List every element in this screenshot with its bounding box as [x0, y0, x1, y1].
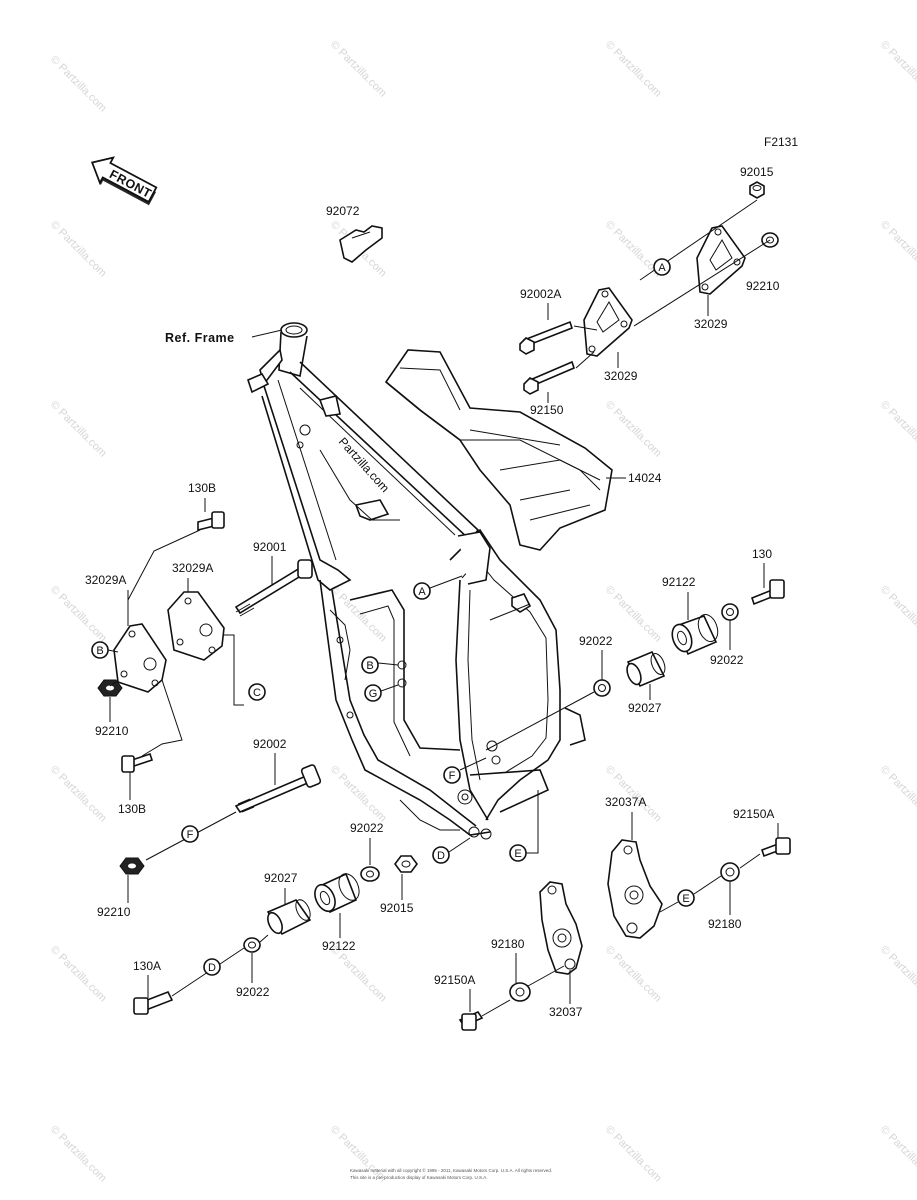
watermark-text: © Partzilla.com: [603, 399, 664, 460]
part-label-92022: 92022: [236, 985, 270, 999]
watermark-text: © Partzilla.com: [48, 944, 109, 1005]
watermark-text: © Partzilla.com: [48, 1124, 109, 1185]
watermark-text: © Partzilla.com: [603, 1124, 664, 1185]
engine-mount-plates-top: [519, 181, 779, 395]
watermark-text: © Partzilla.com: [328, 39, 389, 100]
part-label-92002: 92002: [253, 737, 287, 751]
callout-F-frame: [443, 766, 461, 784]
callout-A-top: [653, 258, 671, 276]
part-label-32037A: 32037A: [605, 795, 646, 809]
part-label-92150: 92150: [530, 403, 564, 417]
part-label-92210: 92210: [95, 724, 129, 738]
part-label-130B: 130B: [118, 802, 146, 816]
part-label-130A: 130A: [133, 959, 161, 973]
watermark-text: © Partzilla.com: [878, 764, 917, 825]
part-label-92180: 92180: [708, 917, 742, 931]
part-label-92122: 92122: [322, 939, 356, 953]
watermark-text: © Partzilla.com: [878, 944, 917, 1005]
callout-B-frame: [361, 656, 379, 674]
callout-G-frame: [364, 684, 382, 702]
callout-letter: F: [449, 770, 456, 782]
part-label-32029A: 32029A: [172, 561, 213, 575]
callout-D-bottom: [203, 958, 221, 976]
part-label-32029A: 32029A: [85, 573, 126, 587]
part-label-92022: 92022: [350, 821, 384, 835]
watermark-text: © Partzilla.com: [48, 584, 109, 645]
part-label-92210: 92210: [97, 905, 131, 919]
callout-letter: E: [682, 893, 689, 905]
part-label-92072: 92072: [326, 204, 360, 218]
left-mount-parts: [97, 511, 313, 773]
guard-14024: [384, 349, 613, 551]
part-label-32029: 32029: [604, 369, 638, 383]
ref-frame-label: Ref. Frame: [165, 331, 235, 345]
footer-copyright: Kawasaki material with all copyright © 1…: [350, 1167, 552, 1173]
callout-letter: G: [369, 688, 378, 700]
watermark-text: © Partzilla.com: [878, 584, 917, 645]
part-label-92027: 92027: [264, 871, 298, 885]
part-label-92150A: 92150A: [434, 973, 475, 987]
watermark-text: © Partzilla.com: [48, 54, 109, 115]
callout-letter: D: [208, 962, 216, 974]
part-label-92022: 92022: [710, 653, 744, 667]
footer-notice: This site is a pre-production display of…: [350, 1175, 488, 1180]
watermark-text: © Partzilla.com: [878, 219, 917, 280]
callout-F-left: [181, 825, 199, 843]
lower-brackets: [458, 837, 791, 1031]
watermark-text: © Partzilla.com: [878, 1124, 917, 1185]
part-label-92015: 92015: [740, 165, 774, 179]
callout-letter: B: [366, 660, 373, 672]
part-label-92180: 92180: [491, 937, 525, 951]
clip-92072: [339, 225, 383, 263]
part-label-32037: 32037: [549, 1005, 583, 1019]
figure-code: F2131: [764, 135, 798, 149]
watermark-text: © Partzilla.com: [603, 39, 664, 100]
right-mount-parts: [485, 579, 785, 751]
part-label-92002A: 92002A: [520, 287, 561, 301]
watermark-text: © Partzilla.com: [603, 944, 664, 1005]
watermark-text: © Partzilla.com: [328, 764, 389, 825]
watermark-text: © Partzilla.com: [878, 399, 917, 460]
part-label-14024: 14024: [628, 471, 662, 485]
bottom-mount-parts: [133, 855, 418, 1015]
part-label-92022: 92022: [579, 634, 613, 648]
callout-letter: D: [437, 850, 445, 862]
part-label-92001: 92001: [253, 540, 287, 554]
callout-D-frame: [432, 846, 450, 864]
callout-letter: B: [96, 645, 103, 657]
frame-watermark-text: Partzilla.com: [336, 435, 392, 495]
callout-letter: C: [253, 687, 261, 699]
part-label-92150A: 92150A: [733, 807, 774, 821]
callout-letter: A: [418, 586, 426, 598]
watermark-text: © Partzilla.com: [48, 399, 109, 460]
part-label-130: 130: [752, 547, 772, 561]
watermark-text: © Partzilla.com: [48, 764, 109, 825]
part-label-32029: 32029: [694, 317, 728, 331]
callout-E-right: [677, 889, 695, 907]
watermark-text: © Partzilla.com: [48, 219, 109, 280]
part-label-92122: 92122: [662, 575, 696, 589]
callout-letter: E: [514, 848, 521, 860]
bolt-92002: [119, 764, 322, 875]
front-arrow-icon: FRONT: [90, 156, 158, 206]
callout-letter: A: [658, 262, 666, 274]
motorcycle-frame: [247, 322, 586, 840]
callout-A-frame: [413, 582, 431, 600]
part-label-92015: 92015: [380, 901, 414, 915]
watermark-text: © Partzilla.com: [878, 39, 917, 100]
part-label-92210: 92210: [746, 279, 780, 293]
callout-letter: F: [187, 829, 194, 841]
part-label-130B: 130B: [188, 481, 216, 495]
part-label-92027: 92027: [628, 701, 662, 715]
callout-C-left: [248, 683, 266, 701]
